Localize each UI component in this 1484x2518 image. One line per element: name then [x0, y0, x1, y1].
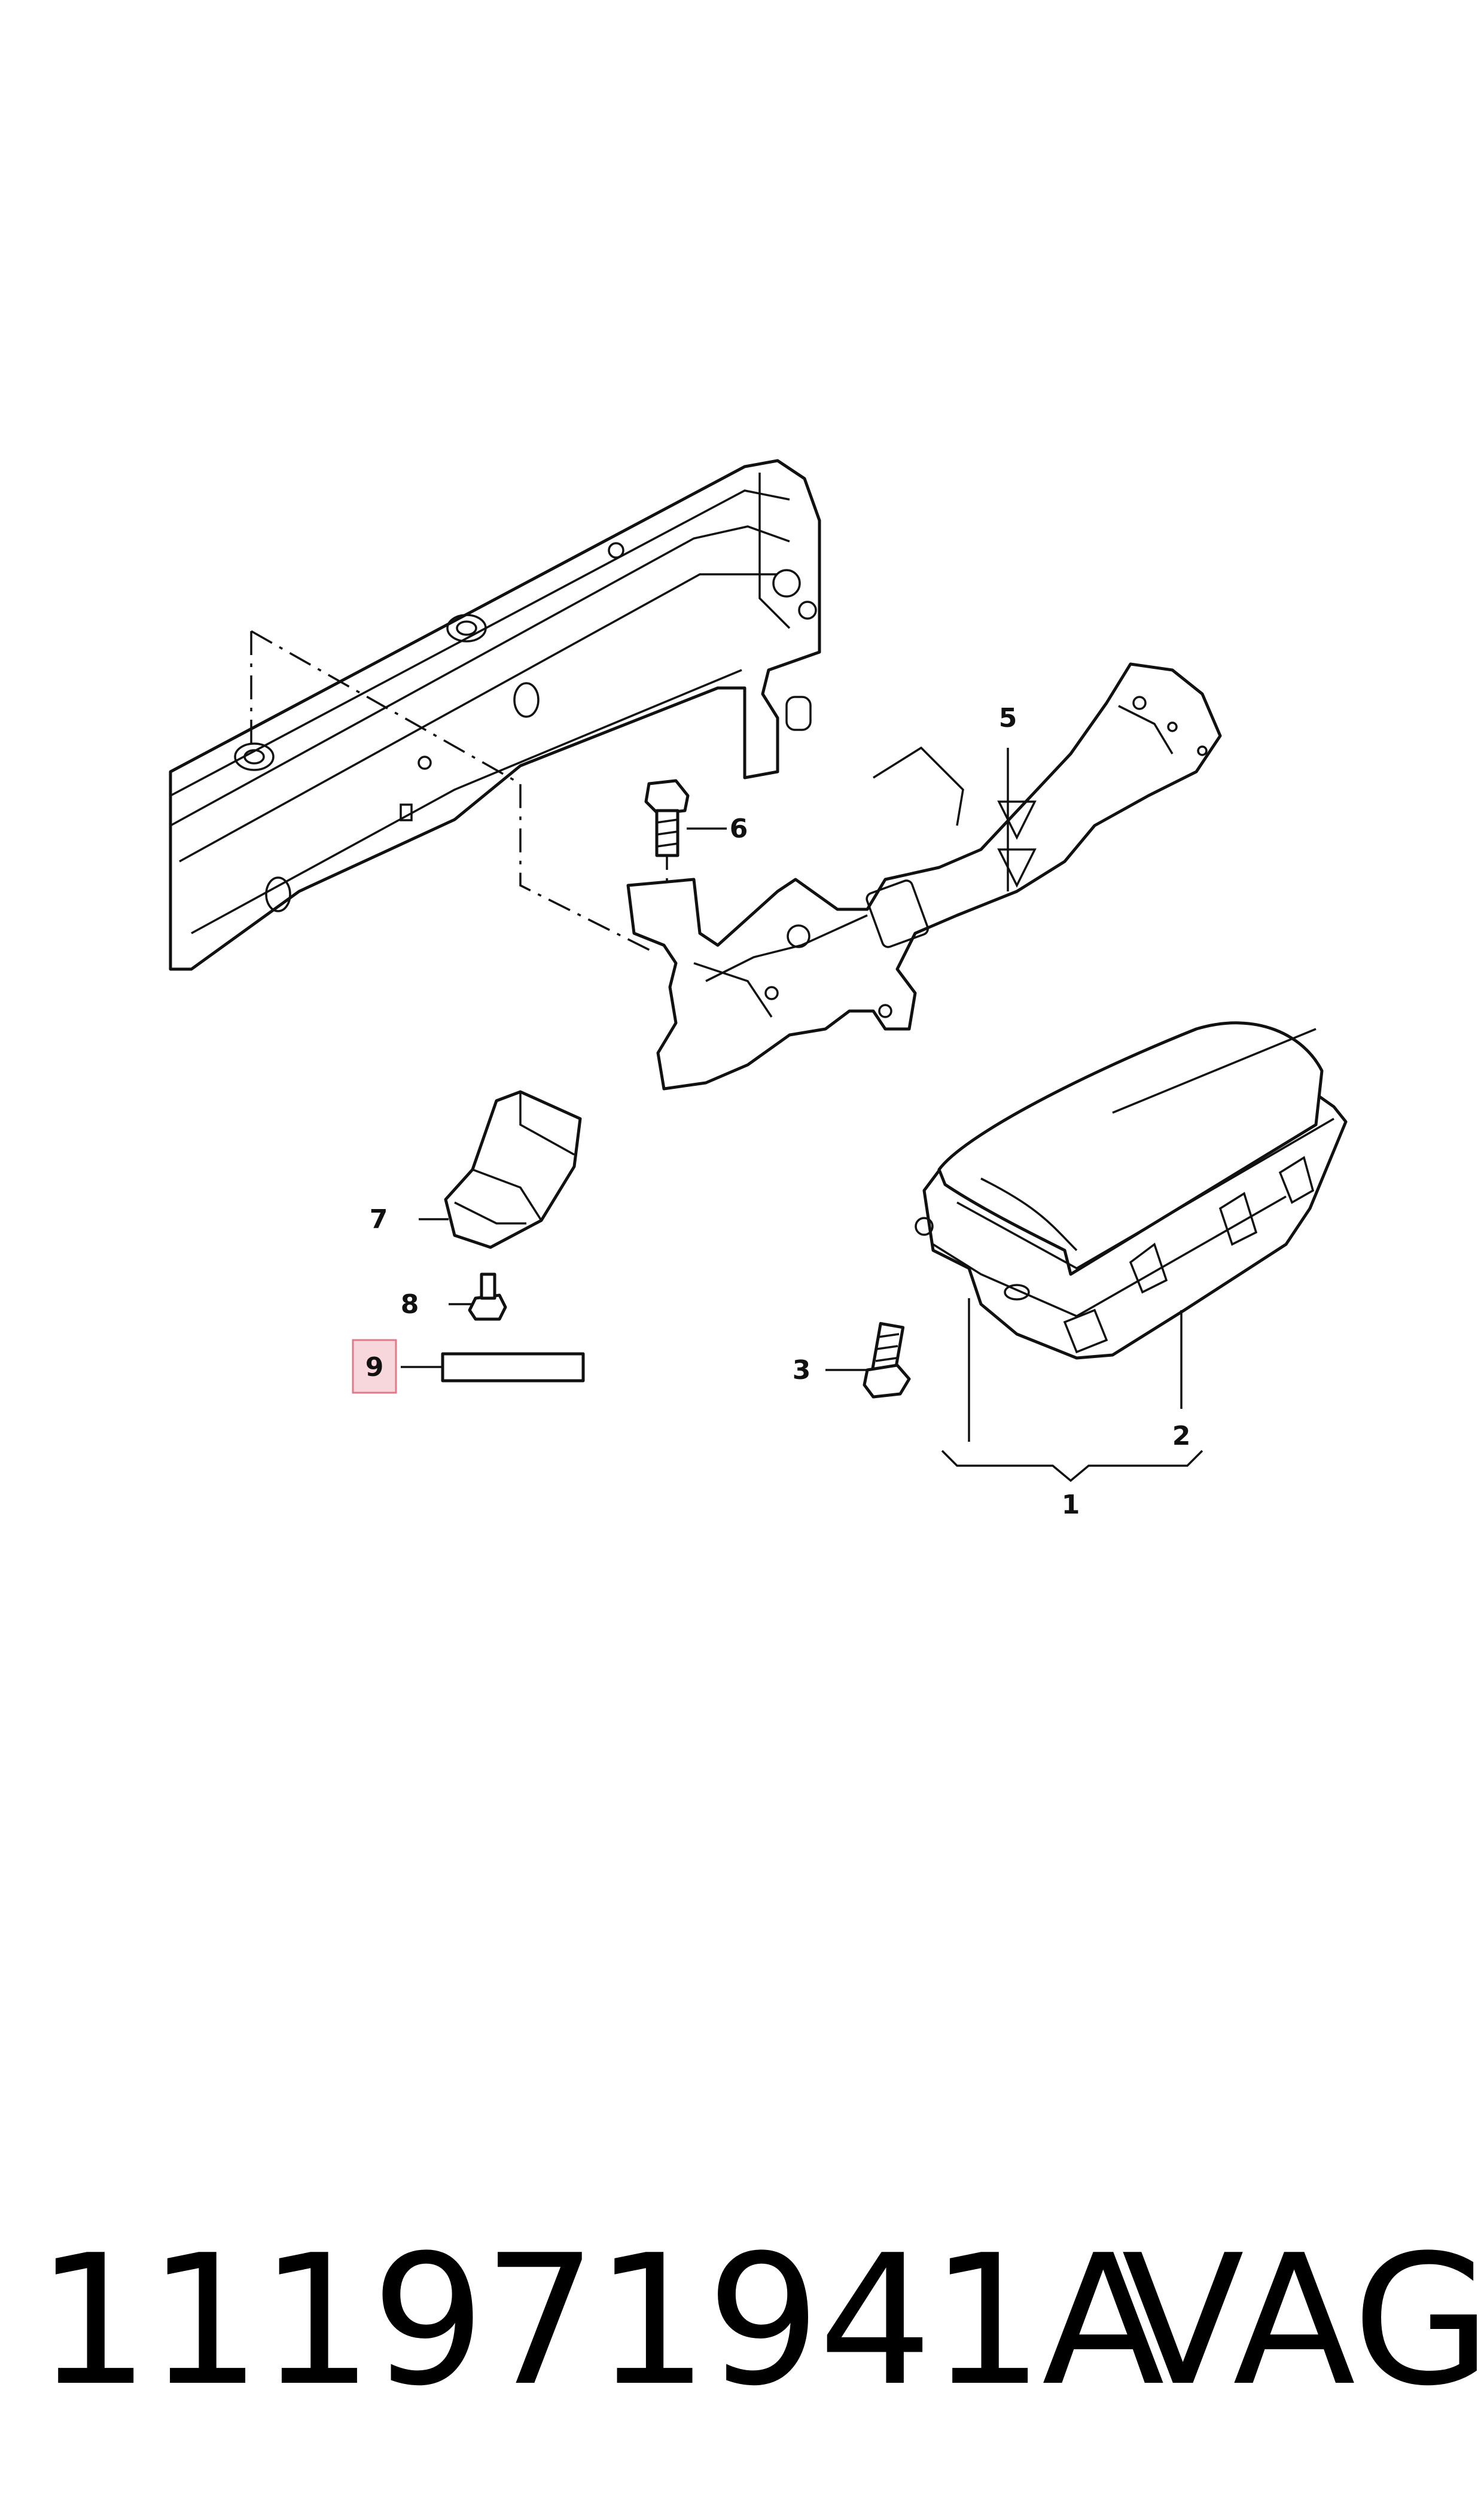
callout-2: 2 [1172, 1421, 1191, 1451]
brand-label: VAG [1122, 2216, 1484, 2425]
callout-1: 1 [1062, 1490, 1080, 1520]
callout-8: 8 [401, 1289, 419, 1320]
callout-9: 9 [365, 1352, 384, 1383]
knee-pad-block [444, 1090, 582, 1249]
callout-6: 6 [730, 814, 748, 844]
airbag-module [915, 1021, 1348, 1360]
airbag-bracket [626, 662, 1222, 1091]
cross-member-frame [169, 459, 821, 971]
leader-lines [401, 748, 1203, 1482]
airbag-bolt-3 [863, 1322, 911, 1399]
callout-5: 5 [999, 703, 1017, 733]
callout-7: 7 [370, 1204, 388, 1235]
callout-9-highlight [352, 1339, 397, 1394]
screw-8 [468, 1272, 507, 1321]
hex-bolt-6 [644, 779, 690, 857]
callout-3: 3 [793, 1355, 811, 1386]
part-9-rectangle [441, 1352, 585, 1383]
part-number: 111971941A [36, 2216, 1165, 2425]
